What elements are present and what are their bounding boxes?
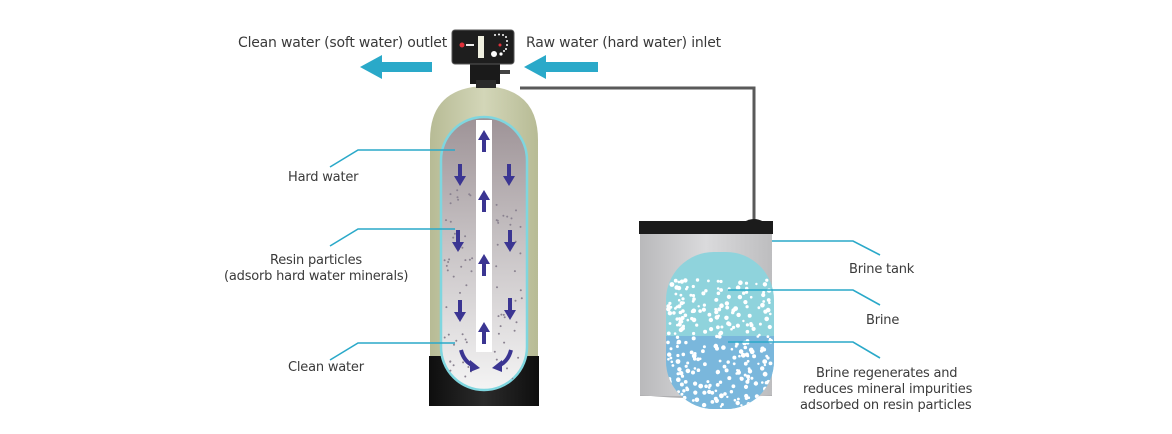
regen-label-line3: adsorbed on resin particles [800,398,972,413]
leader-hard-water [329,149,455,168]
curved-arrow-icon [459,349,480,372]
leader-regen [728,341,881,359]
control-valve-head [451,29,515,88]
hard-water-label: Hard water [288,170,359,185]
leader-brine [728,289,881,306]
resin-label-line1: Resin particles [270,253,363,268]
brine-label: Brine [866,313,900,328]
regen-label-line1: Brine regenerates and [816,366,958,381]
down-arrow-icon [454,300,466,322]
brine-pipe [520,86,756,222]
brine-tank-lid [639,221,773,234]
leader-resin [329,228,455,247]
inlet-label: Raw water (hard water) inlet [526,35,721,51]
down-arrow-icon [452,230,464,252]
regen-label-line2: reduces mineral impurities [803,382,973,397]
riser-tube [476,120,492,352]
clean-water-label: Clean water [288,360,364,375]
leader-clean-water [329,342,455,361]
outlet-label: Clean water (soft water) outlet [238,35,447,51]
inlet-arrow-icon [524,55,598,79]
brine-tank-label: Brine tank [849,262,915,277]
down-arrow-icon [504,298,516,320]
resin-label-line2: (adsorb hard water minerals) [224,269,409,284]
leader-brine-tank [772,240,881,256]
flow-arrows [452,130,516,372]
up-arrow-icon [478,130,490,152]
up-arrow-icon [478,190,490,212]
up-arrow-icon [478,322,490,344]
up-arrow-icon [478,254,490,276]
outlet-arrow-icon [360,55,432,79]
down-arrow-icon [504,230,516,252]
down-arrow-icon [503,164,515,186]
leader-lines [329,149,881,361]
curved-arrow-icon [492,349,513,372]
down-arrow-icon [454,164,466,186]
brine-container [666,252,774,409]
resin-particles [443,189,523,385]
